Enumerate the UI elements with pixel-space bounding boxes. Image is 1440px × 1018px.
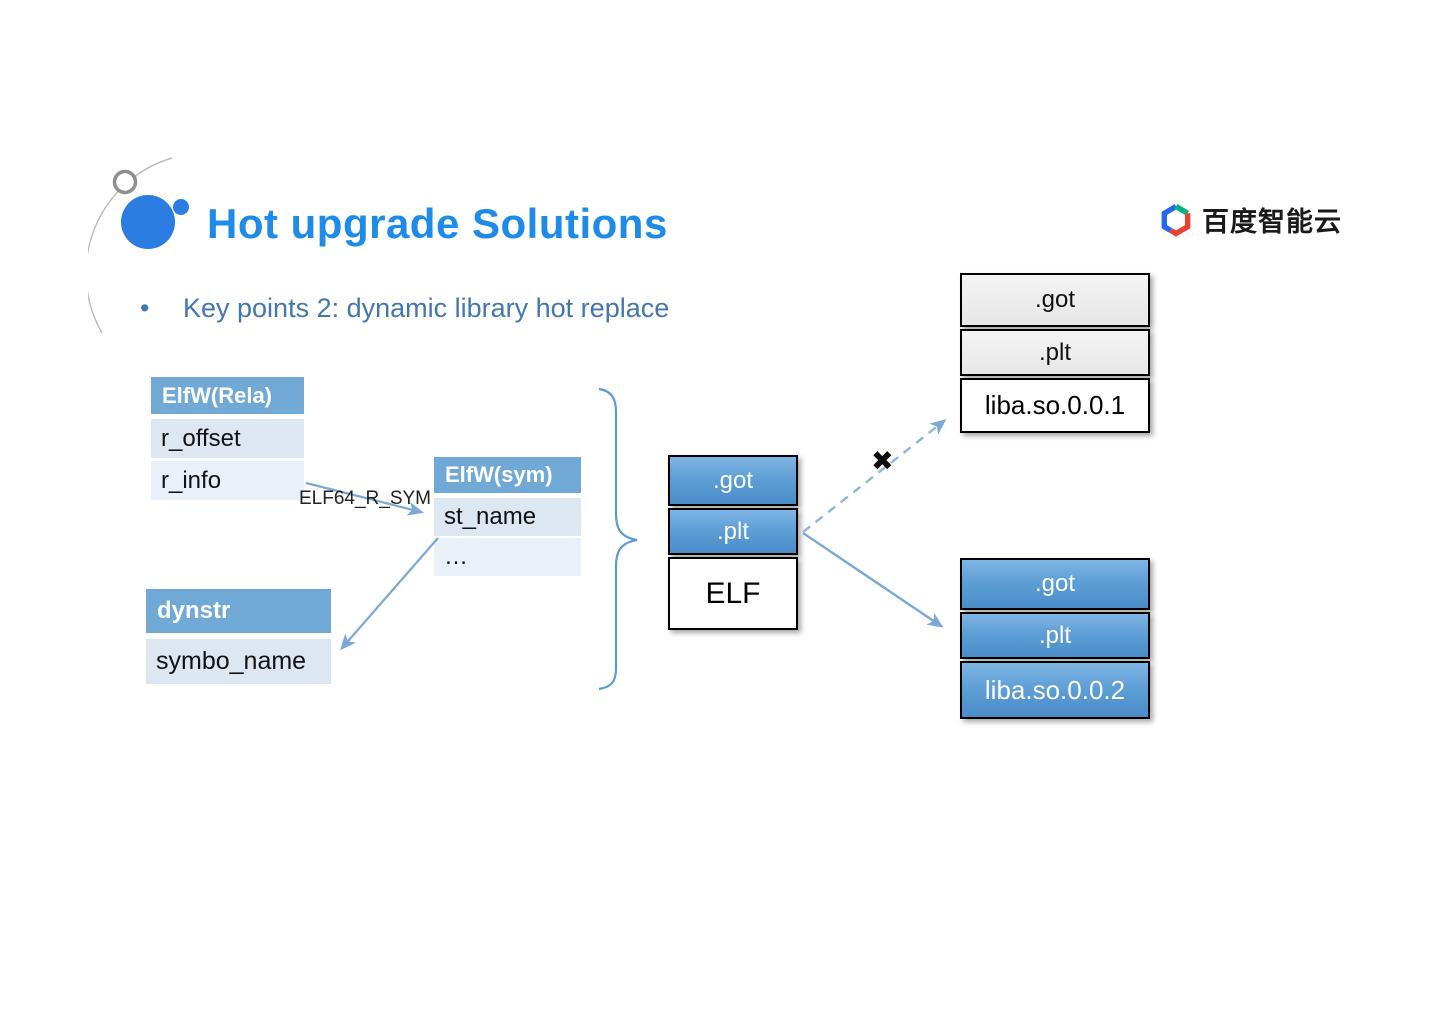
bullet-marker: •: [140, 293, 150, 323]
elf-label-cell: ELF: [668, 557, 798, 630]
table-dynstr: dynstr symbo_name: [146, 589, 331, 684]
grouping-brace: [598, 387, 638, 691]
elf64-r-sym-label: ELF64_R_SYM: [299, 488, 432, 509]
baidu-cloud-logo-icon: [1161, 203, 1191, 237]
table-header: dynstr: [146, 589, 331, 633]
table-elfw-rela: ElfW(Rela) r_offset r_info: [151, 377, 304, 503]
old-plt-cell: .plt: [960, 329, 1150, 376]
table-header: ElfW(sym): [434, 457, 581, 493]
big-blue-circle: [121, 195, 175, 249]
new-liba-cell: liba.so.0.0.2: [960, 661, 1150, 719]
baidu-cloud-logo: 百度智能云: [1158, 200, 1342, 239]
elf-plt-cell: .plt: [668, 508, 798, 555]
new-plt-cell: .plt: [960, 612, 1150, 659]
old-got-cell: .got: [960, 273, 1150, 327]
table-header: ElfW(Rela): [151, 377, 304, 414]
decorative-circles: [88, 157, 189, 334]
table-row-symbo-name: symbo_name: [146, 639, 331, 684]
bullet-text: Key points 2: dynamic library hot replac…: [183, 293, 670, 323]
new-got-cell: .got: [960, 558, 1150, 610]
stack-liba-new: .got .plt liba.so.0.0.2: [960, 558, 1150, 721]
elf-got-cell: .got: [668, 455, 798, 506]
arrow-plt-to-new-lib: [802, 532, 944, 628]
table-row-r-offset: r_offset: [151, 419, 304, 458]
table-row-r-info: r_info: [151, 461, 304, 500]
broken-link-cross-icon: ✖: [871, 446, 894, 476]
ring-circle: [112, 169, 138, 195]
small-blue-dot: [173, 199, 189, 215]
table-elfw-sym: ElfW(sym) st_name …: [434, 457, 581, 578]
bullet-line: • Key points 2: dynamic library hot repl…: [140, 293, 669, 324]
arrow-stname-to-symboname: [340, 537, 439, 651]
stack-liba-old: .got .plt liba.so.0.0.1: [960, 273, 1150, 435]
logo-text: 百度智能云: [1202, 207, 1342, 237]
stack-elf: .got .plt ELF: [668, 455, 798, 632]
page-title: Hot upgrade Solutions: [207, 200, 668, 247]
decorative-arc: [88, 157, 173, 334]
table-row-st-name: st_name: [434, 498, 581, 536]
table-row-ellipsis: …: [434, 538, 581, 576]
old-liba-cell: liba.so.0.0.1: [960, 378, 1150, 433]
